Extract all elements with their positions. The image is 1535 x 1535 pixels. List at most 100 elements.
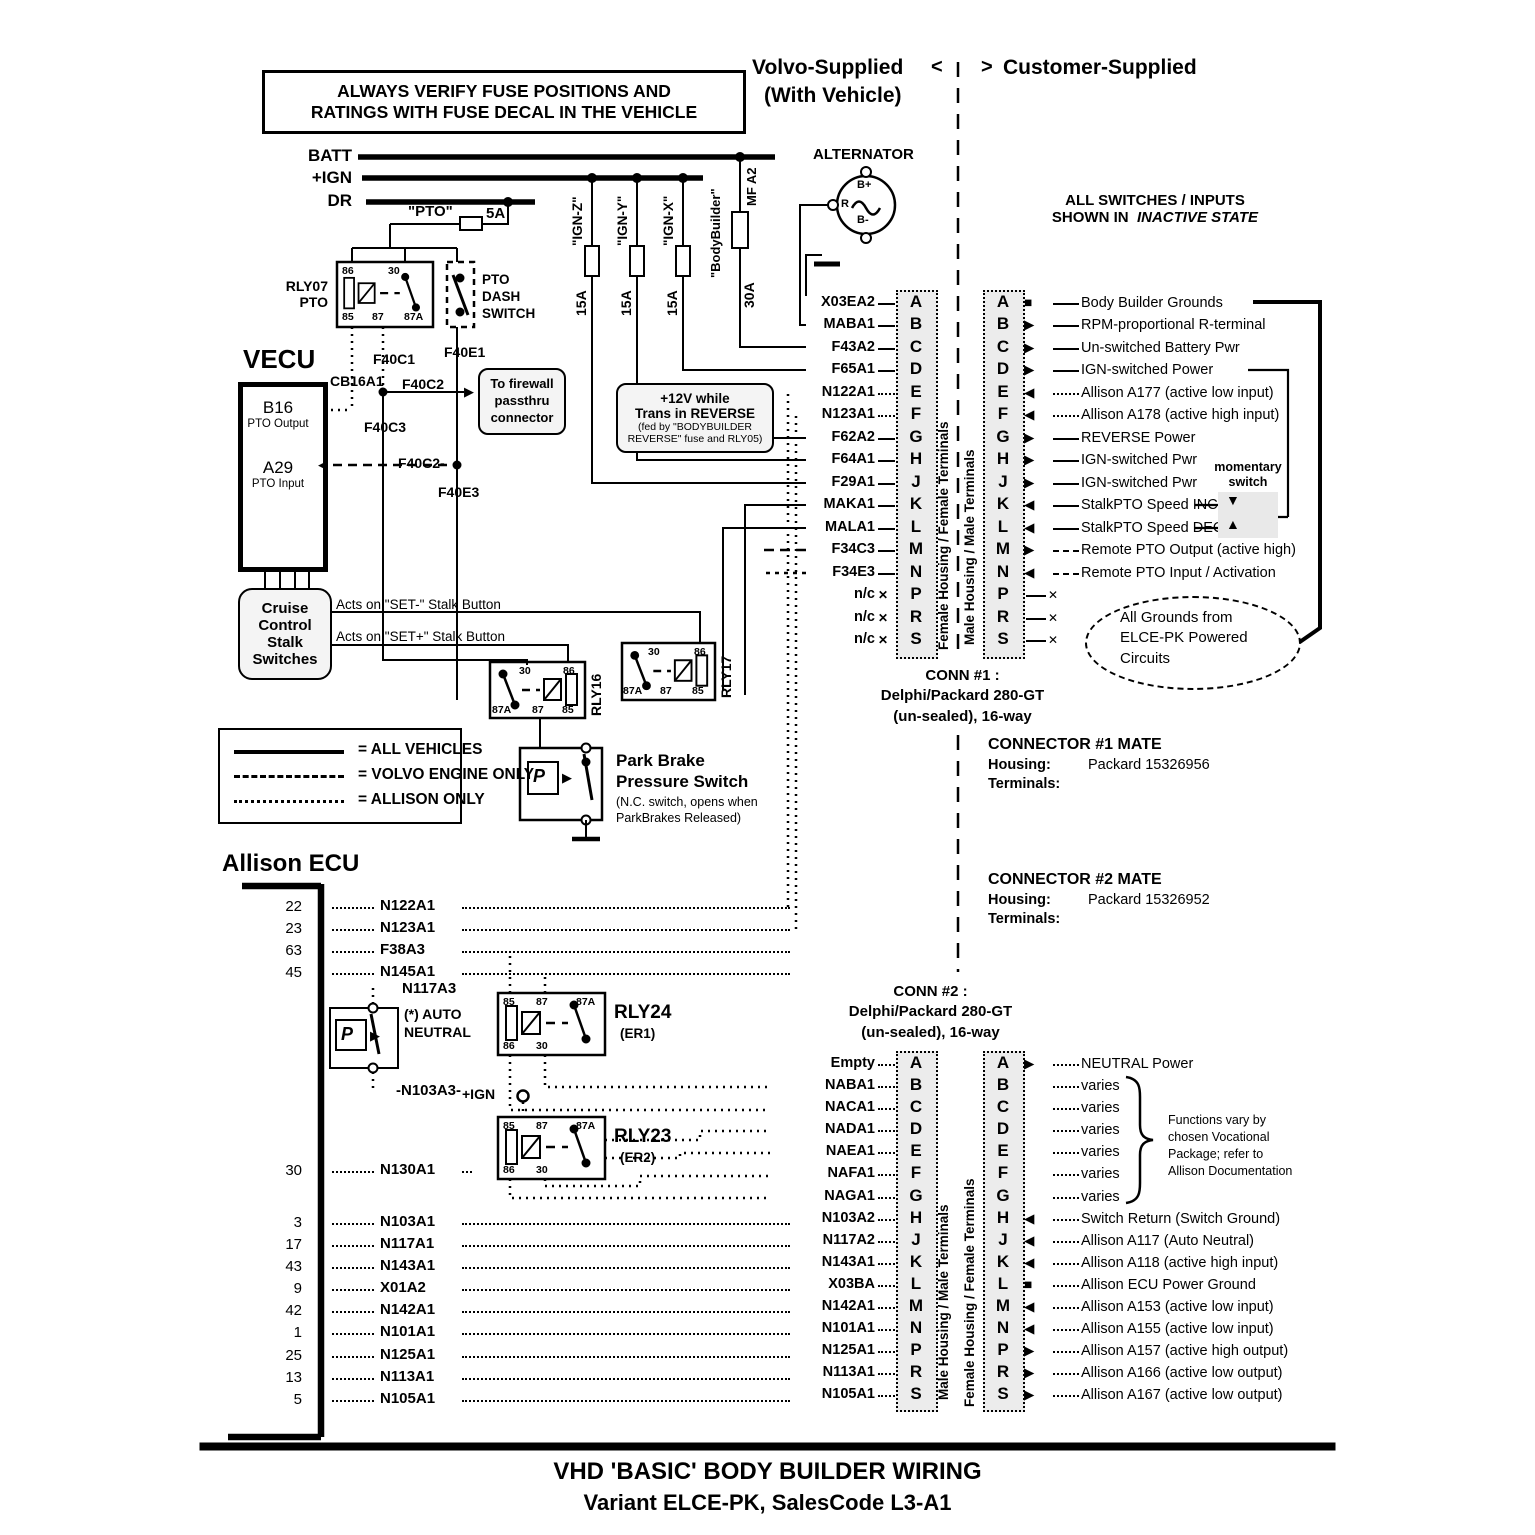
direction-arrow-icon: ■ — [1024, 1276, 1033, 1292]
allison-pin-row: 25 N125A1 — [240, 1345, 792, 1367]
wire-stub-right — [1053, 1240, 1079, 1243]
wire-stub-right — [1053, 1395, 1079, 1398]
wire-run — [462, 951, 790, 954]
varies-note: Functions vary by chosen Vocational Pack… — [1168, 1113, 1293, 1178]
allison-pin-row: 17 N117A1 — [240, 1234, 792, 1256]
wire-stub-right — [1053, 550, 1079, 553]
switch-state-note: ALL SWITCHES / INPUTS SHOWN IN INACTIVE … — [1035, 192, 1275, 226]
wire-run — [462, 1171, 472, 1173]
rly17-pin-87: 87 — [660, 685, 672, 697]
mate2-housing-value: Packard 15326952 — [1088, 892, 1210, 908]
fuse-ignz-label: "IGN-Z" — [570, 196, 585, 246]
alternator-bplus: B+ — [857, 179, 872, 191]
pin-letter-female: R — [909, 606, 923, 626]
wire-signal-label: N117A2 — [822, 1231, 875, 1248]
wire-signal-label: NADA1 — [825, 1121, 875, 1138]
wire-f40e1: F40E1 — [444, 344, 486, 360]
wire-run — [462, 907, 790, 909]
fuse-warning-box: ALWAYS VERIFY FUSE POSITIONS AND RATINGS… — [262, 70, 746, 134]
pin-letter-female: S — [910, 629, 922, 649]
switch-note-line1: ALL SWITCHES / INPUTS — [1065, 192, 1245, 209]
wire-signal-label: N105A1 — [821, 1386, 875, 1403]
ecu-pin-number: 25 — [285, 1346, 302, 1364]
direction-arrow-icon: ◀ — [1024, 497, 1035, 513]
wire-stub-right — [1053, 505, 1079, 508]
wire-signal-label: N105A1 — [380, 1389, 436, 1407]
wire-signal-label: NACA1 — [825, 1099, 875, 1116]
direction-arrow-icon: ◀ — [1024, 1232, 1035, 1248]
ecu-pin-number: 45 — [285, 964, 302, 982]
wire-stub-right — [1053, 460, 1079, 463]
wire-stub-left — [878, 550, 895, 553]
pin-letter-male: G — [996, 426, 1010, 446]
wire-signal-label: n/c — [854, 586, 875, 603]
wire-stub-left — [878, 1174, 895, 1177]
vecu-box — [238, 382, 328, 572]
allison-pin-row: 63 F38A3 — [240, 940, 792, 962]
wire-run — [462, 1399, 790, 1402]
rly16-pin-86: 86 — [563, 665, 575, 677]
function-label: varies — [1081, 1078, 1120, 1095]
wire-stub — [332, 1267, 374, 1270]
direction-arrow-icon: ▶ — [1024, 1056, 1035, 1071]
wire-stub-left — [878, 325, 895, 328]
allison-ecu-title: Allison ECU — [222, 850, 360, 877]
wire-stub-left — [878, 1262, 895, 1265]
reverse-box-sub: (fed by "BODYBUILDER REVERSE" fuse and R… — [627, 421, 763, 445]
fuse-igny-label: "IGN-Y" — [615, 195, 630, 246]
legend-line-sample — [234, 800, 344, 803]
pin-letter-male: A — [996, 292, 1010, 311]
function-label: Allison A167 (active low output) — [1081, 1387, 1283, 1404]
pto-dash-switch-label: PTO DASH SWITCH — [482, 272, 536, 321]
vecu-b16-pin: B16 — [262, 398, 294, 417]
pin-letter-female: K — [996, 1251, 1010, 1271]
pin-letter-female: L — [997, 1273, 1009, 1293]
function-label: Allison A117 (Auto Neutral) — [1081, 1232, 1255, 1249]
allison-pin-row: 30 N130A1 — [240, 1160, 792, 1182]
wire-stub-right — [1053, 1174, 1079, 1177]
pin-letter-female: J — [998, 1229, 1008, 1249]
pin-letter-male: C — [996, 336, 1010, 356]
wire-signal-label: X03BA — [828, 1275, 875, 1292]
wire-stub — [332, 1355, 374, 1358]
pin-letter-male: F — [997, 404, 1009, 424]
wire-stub-left — [878, 303, 895, 305]
pin-letter-male: S — [910, 1384, 922, 1404]
ecu-pin-number: 22 — [285, 898, 302, 915]
wire-stub-left — [878, 1307, 895, 1310]
momentary-switch-label: momentary switch — [1214, 460, 1282, 489]
wire-cb16a1: CB16A1 — [330, 373, 384, 389]
wire-signal-label: N117A1 — [380, 1235, 435, 1253]
wire-signal-label: NAGA1 — [824, 1187, 875, 1204]
auto-neutral-label: (*) AUTO NEUTRAL — [404, 1006, 471, 1040]
ign-feed-label: +IGN — [462, 1086, 496, 1102]
rly17-pin-85: 85 — [692, 685, 704, 697]
function-label: Allison A118 (active high input) — [1081, 1254, 1279, 1271]
direction-arrow-icon: ◀ — [1024, 384, 1035, 400]
legend-row: = VOLVO ENGINE ONLY — [220, 763, 534, 788]
function-label: varies — [1081, 1144, 1120, 1161]
speed-dec-arrow-icon: ▲ — [1226, 516, 1240, 532]
function-label: varies — [1081, 1122, 1120, 1139]
wire-stub-right — [1053, 482, 1079, 485]
vecu-a29-pin: A29 — [262, 458, 294, 477]
pin-letter-male: D — [909, 1119, 923, 1139]
connector1-row: F29A1 J J ▶ IGN-switched Pwr — [779, 472, 1379, 494]
wire-signal-label: F62A2 — [831, 428, 875, 445]
conn2-title: CONN #2 : Delphi/Packard 280-GT (un-seal… — [848, 983, 1013, 1041]
wire-stub-left — [878, 370, 895, 373]
ecu-pin-number: 63 — [285, 942, 302, 960]
connector1-row: n/c ✕ P P ✕ — [779, 584, 1379, 606]
cruise-control-box: Cruise Control Stalk Switches — [238, 588, 332, 680]
connector2-row: NAFA1 F F varies — [779, 1163, 1379, 1185]
wire-stub — [332, 1377, 374, 1380]
footer-title: VHD 'BASIC' BODY BUILDER WIRING — [553, 1458, 982, 1485]
wire-signal-label: F64A1 — [831, 451, 875, 468]
wire-stub-right — [1053, 437, 1079, 440]
mate2-title: CONNECTOR #2 MATE — [988, 871, 1162, 888]
pin-letter-male: D — [996, 359, 1010, 379]
function-label: varies — [1081, 1100, 1120, 1117]
allison-pin-row: 13 N113A1 — [240, 1367, 792, 1389]
wire-signal-label: F29A1 — [831, 473, 875, 490]
